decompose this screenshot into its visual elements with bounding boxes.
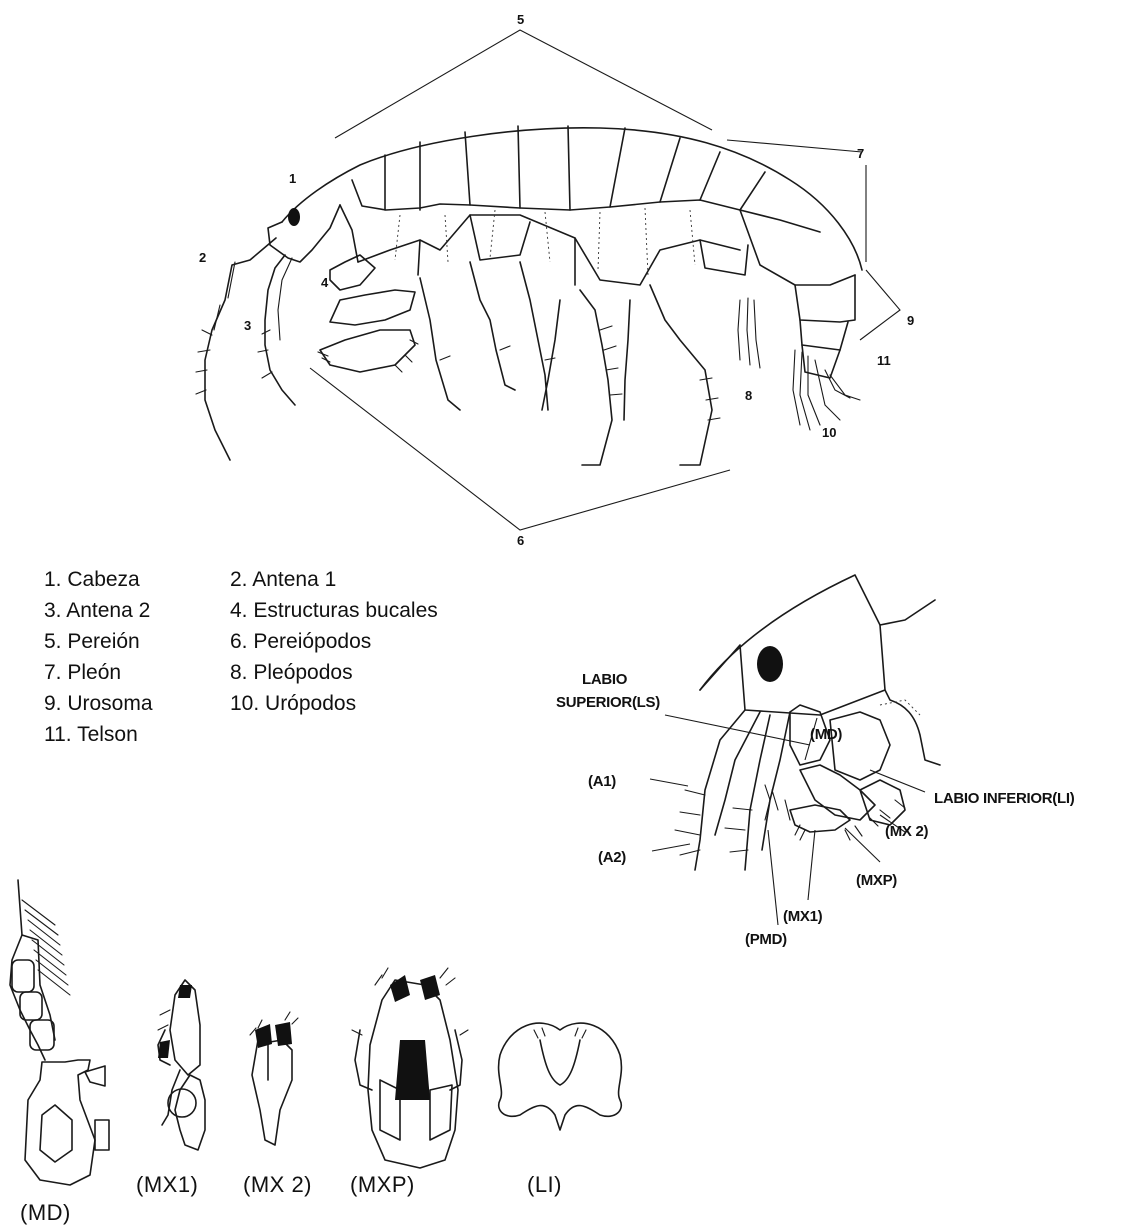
label-labio-superior-2: SUPERIOR(LS) — [556, 694, 660, 711]
label-5: 5 — [517, 12, 524, 27]
label-mx2: (MX 2) — [885, 823, 929, 840]
label-7: 7 — [857, 146, 864, 161]
label-9: 9 — [907, 313, 914, 328]
label-pmd: (PMD) — [745, 931, 787, 948]
label-4: 4 — [321, 275, 329, 290]
legend-item: 3. Antena 2 — [44, 595, 153, 626]
label-1: 1 — [289, 171, 296, 186]
main-number-labels: 5 1 2 3 4 7 9 8 11 10 6 — [199, 12, 914, 548]
mouthpart-captions: (MD) (MX1) (MX 2) (MXP) (LI) — [20, 1172, 562, 1225]
label-11: 11 — [877, 353, 891, 368]
legend-item: 8. Pleópodos — [230, 657, 438, 688]
label-labio-inferior: LABIO INFERIOR(LI) — [934, 790, 1075, 807]
label-mx1: (MX1) — [783, 908, 823, 925]
legend-column-1: 1. Cabeza 3. Antena 2 5. Pereión 7. Pleó… — [44, 564, 153, 750]
label-md: (MD) — [810, 726, 842, 743]
legend-item: 11. Telson — [44, 719, 153, 750]
label-2: 2 — [199, 250, 206, 265]
eye-icon — [288, 208, 300, 226]
legend-item: 7. Pleón — [44, 657, 153, 688]
caption-mx2: (MX 2) — [243, 1172, 312, 1197]
legend-item: 2. Antena 1 — [230, 564, 438, 595]
mouthpart-mx2-drawing — [250, 1012, 298, 1145]
mouthpart-mx1-drawing — [158, 980, 205, 1150]
legend-item: 5. Pereión — [44, 626, 153, 657]
legend-item: 1. Cabeza — [44, 564, 153, 595]
mouthpart-li-drawing — [499, 1023, 622, 1130]
label-a2: (A2) — [598, 849, 626, 866]
mouthpart-mxp-drawing — [352, 968, 468, 1168]
caption-li: (LI) — [527, 1172, 562, 1197]
label-6: 6 — [517, 533, 524, 548]
label-labio-superior-1: LABIO — [582, 671, 628, 688]
label-a1: (A1) — [588, 773, 616, 790]
label-10: 10 — [822, 425, 836, 440]
label-3: 3 — [244, 318, 251, 333]
mouthpart-md-drawing — [10, 880, 109, 1185]
head-detail-labels: LABIO SUPERIOR(LS) (MD) (A1) (A2) LABIO … — [556, 671, 1075, 948]
legend-column-2: 2. Antena 1 4. Estructuras bucales 6. Pe… — [230, 564, 438, 719]
legend-item: 6. Pereiópodos — [230, 626, 438, 657]
eye-icon — [757, 646, 783, 682]
label-8: 8 — [745, 388, 752, 403]
legend-item: 10. Urópodos — [230, 688, 438, 719]
caption-mx1: (MX1) — [136, 1172, 198, 1197]
legend-item: 4. Estructuras bucales — [230, 595, 438, 626]
caption-mxp: (MXP) — [350, 1172, 415, 1197]
caption-md: (MD) — [20, 1200, 71, 1225]
legend-item: 9. Urosoma — [44, 688, 153, 719]
label-mxp: (MXP) — [856, 872, 897, 889]
